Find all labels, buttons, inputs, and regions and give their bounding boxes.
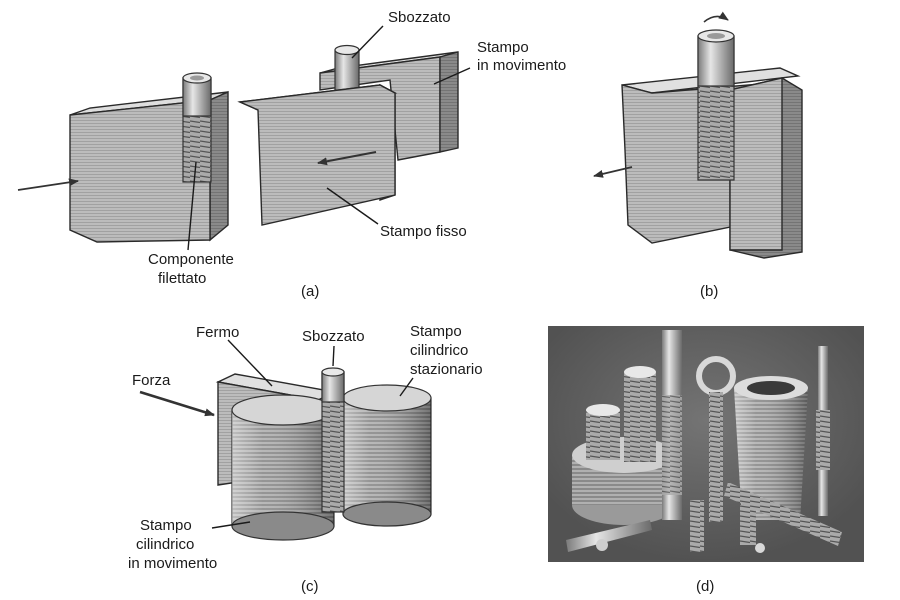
label-componente: Componente [148, 251, 234, 268]
threaded-component [182, 72, 212, 183]
label-filettato: filettato [158, 270, 206, 287]
label-stampo-movimento-c-1: Stampo [140, 517, 192, 534]
label-stampo-movimento-1: Stampo [477, 39, 529, 56]
moving-cylinder [231, 394, 335, 541]
panel-d-photo: (d) [548, 326, 864, 595]
label-sbozzato-a: Sbozzato [388, 9, 451, 26]
caption-d: (d) [696, 578, 714, 595]
label-stampo-stazionario-3: stazionario [410, 361, 483, 378]
fixed-die [237, 83, 398, 226]
force-arrow-b [593, 166, 633, 178]
label-forza: Forza [132, 372, 171, 389]
caption-c: (c) [301, 578, 319, 595]
label-stampo-movimento-c-3: in movimento [128, 555, 217, 572]
threaded-rod-b [697, 29, 735, 181]
caption-a: (a) [301, 283, 319, 300]
label-stampo-stazionario-2: cilindrico [410, 342, 468, 359]
label-stampo-stazionario-1: Stampo [410, 323, 462, 340]
label-stampo-movimento-c-2: cilindrico [136, 536, 194, 553]
caption-b: (b) [700, 283, 718, 300]
rotation-arrow-icon [703, 11, 729, 23]
blank-rod-a [334, 44, 360, 93]
label-sbozzato-c: Sbozzato [302, 328, 365, 345]
label-stampo-movimento-2: in movimento [477, 57, 566, 74]
panel-a: Sbozzato Stampo in movimento Stampo fiss… [17, 9, 566, 300]
panel-c: Fermo Sbozzato Stampo cilindrico stazion… [128, 323, 483, 595]
force-arrow-left-a [17, 178, 79, 191]
motion-arrow-fixed-die [317, 151, 377, 166]
label-stampo-fisso: Stampo fisso [380, 223, 467, 240]
panel-b: (b) [593, 11, 803, 300]
force-arrow-c [139, 390, 215, 417]
label-fermo: Fermo [196, 324, 239, 341]
left-die-block [69, 90, 229, 243]
stationary-cylinder [342, 384, 432, 527]
blank-rod-c [321, 367, 345, 513]
